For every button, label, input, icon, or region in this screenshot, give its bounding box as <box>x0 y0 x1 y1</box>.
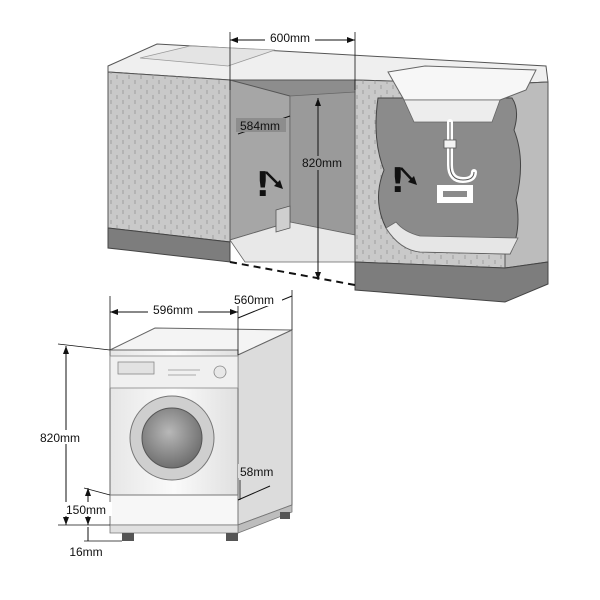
niche-depth-label: 584mm <box>240 119 280 133</box>
machine-plinth <box>109 494 239 526</box>
hob-outline <box>139 45 276 67</box>
washing-machine <box>109 327 293 541</box>
sink-basin <box>387 65 537 101</box>
program-dial <box>213 365 227 379</box>
niche-width-label: 600mm <box>270 31 310 45</box>
kitchen-unit: ! ! <box>107 43 549 303</box>
warning-symbol-niche: ! <box>255 165 271 205</box>
niche-dimensions: 600mm 584mm 820mm <box>229 30 356 280</box>
niche-floor-line <box>229 261 356 286</box>
machine-foot-right <box>226 533 238 541</box>
niche-height-label: 820mm <box>302 156 342 170</box>
machine-dimensions: 596mm 560mm 820mm 150mm 16mm 58mm <box>30 290 293 559</box>
machine-foot-left <box>122 533 134 541</box>
machine-side <box>237 329 293 526</box>
kick-depth-label: 58mm <box>240 465 273 479</box>
machine-width-label: 596mm <box>153 303 193 317</box>
foot-height-label: 16mm <box>69 545 102 559</box>
door-glass <box>141 407 203 469</box>
warning-symbol-cabinet: ! <box>390 161 406 201</box>
machine-height-label: 820mm <box>40 431 80 445</box>
detergent-drawer <box>117 361 155 375</box>
machine-depth-label: 560mm <box>234 293 274 307</box>
right-plinth <box>354 261 549 303</box>
kick-height-label: 150mm <box>66 503 106 517</box>
